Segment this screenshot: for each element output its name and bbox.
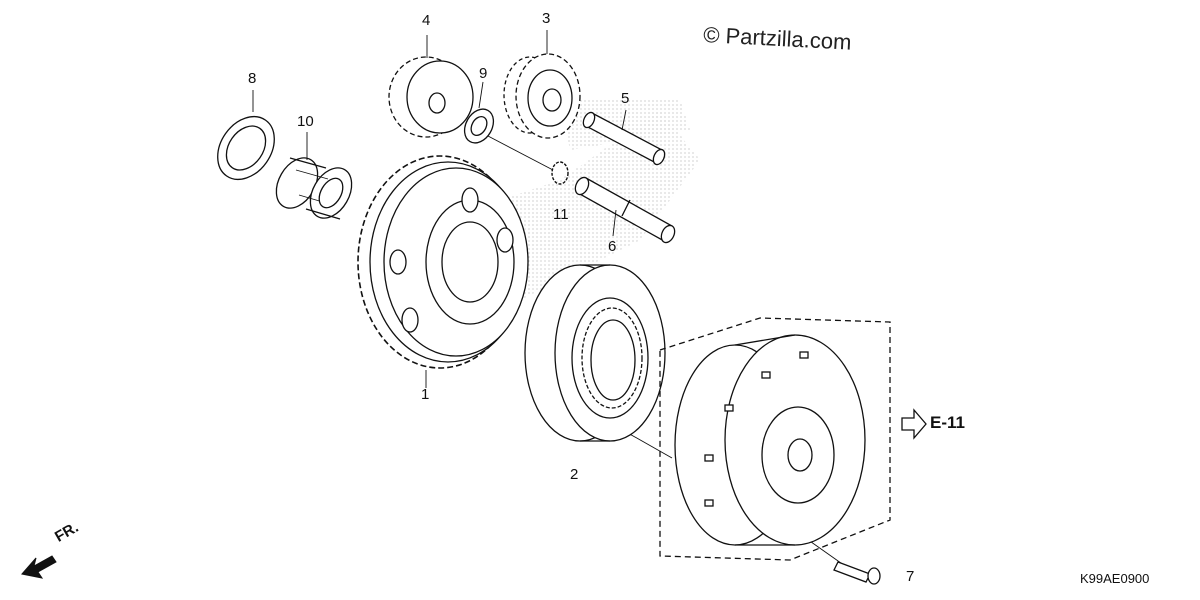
washer-part-9[interactable] — [459, 104, 500, 148]
callout-3: 3 — [542, 10, 551, 27]
bolt-part-7[interactable] — [833, 561, 881, 585]
callout-11: 11 — [553, 206, 569, 223]
gear-part-3[interactable] — [503, 53, 581, 139]
section-reference-label[interactable]: E-11 — [930, 413, 965, 432]
callout-9: 9 — [479, 65, 488, 82]
callout-7: 7 — [906, 568, 915, 585]
gear-part-4[interactable] — [388, 56, 474, 138]
starter-driven-gear-part-1[interactable] — [357, 155, 529, 369]
callout-5: 5 — [621, 90, 630, 107]
callout-6: 6 — [608, 238, 617, 255]
needle-bearing-part-10[interactable] — [268, 151, 360, 226]
callout-8: 8 — [248, 70, 257, 87]
callout-4: 4 — [422, 12, 431, 29]
shaft-part-6[interactable] — [573, 175, 677, 244]
callout-1: 1 — [421, 386, 430, 403]
shaft-part-5[interactable] — [581, 111, 667, 167]
section-reference-arrow[interactable] — [901, 408, 927, 440]
callout-2: 2 — [570, 466, 579, 483]
front-direction-arrow — [21, 555, 57, 579]
callout-10: 10 — [297, 113, 314, 130]
flywheel-rotor-assembly — [659, 317, 891, 561]
diagram-code: K99AE0900 — [1080, 571, 1150, 586]
circlip-part-11[interactable] — [551, 161, 569, 185]
one-way-clutch-part-2[interactable] — [524, 264, 666, 442]
washer-part-8[interactable] — [206, 106, 286, 190]
